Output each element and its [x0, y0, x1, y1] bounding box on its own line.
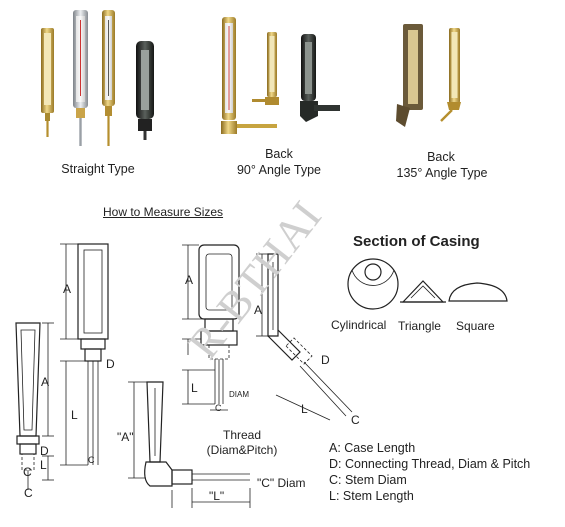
- angle90-thermometer-1: [221, 17, 277, 134]
- dim-label-diam-back90: DIAM: [229, 390, 249, 399]
- dimension-legend: A: Case Length D: Connecting Thread, Dia…: [329, 440, 559, 504]
- dim-label-D-straight: D: [106, 357, 115, 371]
- back135-dimension-drawing: [256, 253, 353, 421]
- dim-label-A-straight: A: [63, 282, 72, 296]
- caption-straight-type: Straight Type: [61, 162, 135, 176]
- cylindrical-section-shape: [347, 258, 399, 310]
- dim-label-C-diam: "C" Diam: [257, 476, 306, 490]
- section-of-casing-title: Section of Casing: [353, 233, 480, 250]
- dim-label-C-side-bottom: C: [24, 486, 33, 500]
- dim-label-C-side: C: [23, 465, 32, 479]
- angle90-thermometer-2: [252, 32, 279, 105]
- straight-thermometer-3: [102, 10, 115, 146]
- dim-label-D-side: D: [40, 444, 49, 458]
- caption-90-back: Back: [265, 147, 293, 161]
- square-section-shape: [448, 282, 508, 302]
- dim-label-L-quoted: "L": [209, 489, 225, 503]
- dim-label-L-straight: L: [71, 408, 78, 422]
- dim-label-D-back135: D: [321, 353, 330, 367]
- straight-thermometer-2: [73, 10, 88, 146]
- caption-90-angle-type: 90° Angle Type: [236, 163, 321, 177]
- legend-item-connecting-thread: D: Connecting Thread, Diam & Pitch: [329, 457, 531, 471]
- dim-label-C-back135: C: [351, 413, 360, 427]
- how-to-measure-title: How to Measure Sizes: [103, 205, 224, 219]
- angle90-bottom-drawing: [128, 381, 251, 508]
- dim-label-C-straight: C: [88, 455, 95, 465]
- caption-135-angle-type: 135° Angle Type: [396, 166, 488, 180]
- casing-label-cylindrical: Cylindrical: [331, 318, 387, 332]
- straight-thermometer-4: [136, 41, 154, 140]
- angle135-thermometer-1: [396, 24, 423, 127]
- thread-label-line1: Thread: [222, 428, 262, 442]
- legend-item-stem-length: L: Stem Length: [329, 489, 414, 503]
- straight-thermometer-1: [41, 28, 54, 137]
- dim-label-L-side: L: [40, 458, 47, 472]
- dim-label-A-back90: A: [185, 273, 194, 287]
- angle90-thermometer-3: [300, 34, 340, 122]
- dim-label-A-back135: A: [254, 303, 263, 317]
- back90-dimension-drawing: [182, 244, 240, 411]
- dim-label-A-quoted: "A": [117, 430, 134, 444]
- dim-label-L-back135: L: [301, 402, 308, 416]
- straight-dimension-drawing: [60, 243, 109, 466]
- legend-item-stem-diam: C: Stem Diam: [329, 473, 407, 487]
- thread-label-line2: (Diam&Pitch): [206, 443, 278, 457]
- legend-item-case-length: A: Case Length: [329, 441, 416, 455]
- caption-135-back: Back: [427, 150, 455, 164]
- casing-label-square: Square: [456, 319, 495, 333]
- triangle-section-shape: [400, 280, 446, 303]
- casing-label-triangle: Triangle: [398, 319, 441, 333]
- dim-label-C-back90: C: [215, 403, 222, 413]
- angle135-thermometer-2: [440, 28, 461, 122]
- dim-label-A-side: A: [41, 375, 50, 389]
- side-view-drawing: [15, 322, 54, 490]
- dim-label-L-back90: L: [191, 381, 198, 395]
